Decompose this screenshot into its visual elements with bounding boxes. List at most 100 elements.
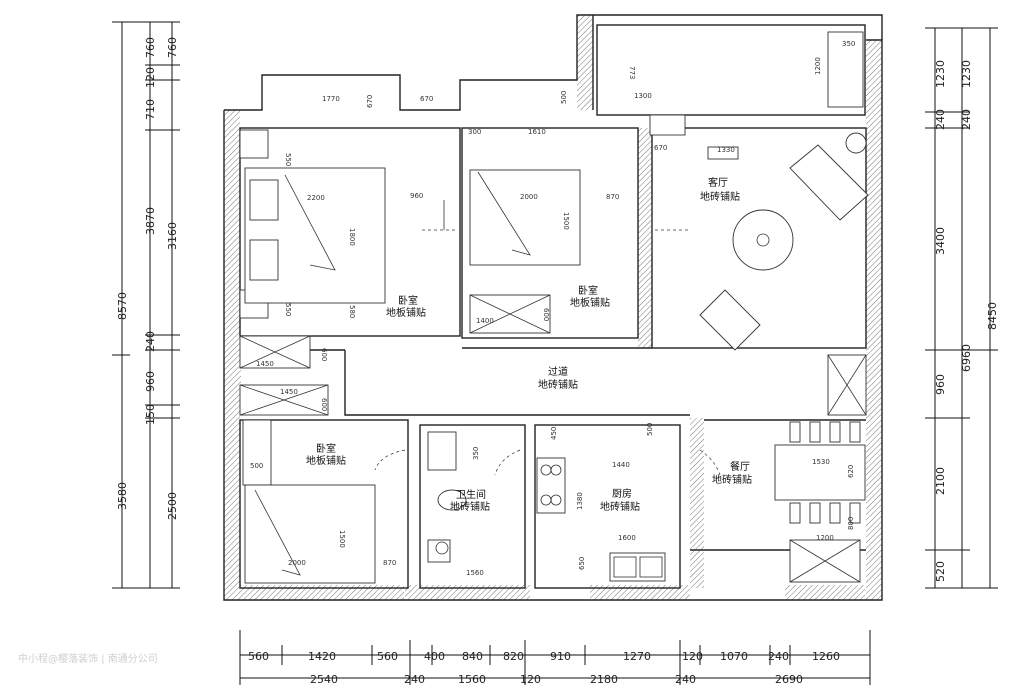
dim-1270: 1270 [623,650,651,663]
furniture-beds [244,167,581,584]
idim-580: 580 [348,305,356,318]
dim-710: 710 [144,99,157,120]
furniture-living [699,132,869,351]
idim-450: 450 [550,427,558,440]
dim-240-c: 240 [404,673,425,685]
left-dimension-lines [112,21,180,589]
dim-560-b: 560 [377,650,398,663]
dim-1260: 1260 [812,650,840,663]
dim-1560: 1560 [458,673,486,685]
dim-240-rb: 240 [960,109,973,130]
dim-3580: 3580 [116,482,129,510]
dim-240-r: 240 [934,109,947,130]
label-third-bedroom-floor: 地板铺贴 [306,454,346,467]
watermark-text: 中小程@樱落装饰 | 南通分公司 [18,652,158,665]
label-corridor: 过道 [548,365,568,378]
dim-8450: 8450 [986,302,999,330]
dim-910: 910 [550,650,571,663]
idim-1200: 1200 [814,57,822,75]
idim-1380: 1380 [576,492,584,510]
label-bathroom: 卫生间 [456,488,486,501]
dim-1420: 1420 [308,650,336,663]
dim-240: 240 [144,331,157,352]
dim-1230-b: 1230 [960,60,973,88]
bottom-dims-row1: 560 1420 560 400 840 820 910 1270 120 10… [248,650,840,663]
left-inner-dims: 120 760 710 3870 240 960 150 2500 [144,37,179,520]
label-kitchen-floor: 地砖铺贴 [600,500,640,513]
dim-1230: 1230 [934,60,947,88]
dim-6960: 6960 [960,344,973,372]
idim-550: 550 [284,153,292,166]
idim-1300: 1300 [634,92,652,100]
left-mid-dims: 760 3160 [166,37,179,250]
idim-300: 300 [468,128,481,136]
dim-3160: 3160 [166,222,179,250]
dim-2540: 2540 [310,673,338,685]
dim-3870: 3870 [144,207,157,235]
idim-1530: 1530 [812,458,830,466]
dim-2500: 2500 [166,492,179,520]
dim-240-b: 240 [768,650,789,663]
idim-600-c: 600 [320,398,328,411]
dim-560: 560 [248,650,269,663]
idim-620: 620 [847,465,855,478]
label-living-room-floor: 地砖铺贴 [700,190,740,203]
dim-760: 760 [144,37,157,58]
idim-650: 650 [578,557,586,570]
idim-670: 670 [366,95,374,108]
label-dining-room-floor: 地砖铺贴 [712,473,752,486]
idim-1330: 1330 [717,146,735,154]
idim-500-c: 500 [646,423,654,436]
dim-2100: 2100 [934,467,947,495]
label-master-bedroom: 卧室 [398,294,418,307]
idim-2000-b: 2000 [288,559,306,567]
idim-870-b: 870 [383,559,396,567]
dim-1070: 1070 [720,650,748,663]
closets [239,31,867,583]
dim-960: 960 [144,371,157,392]
hatched-walls [224,15,882,600]
dim-820: 820 [503,650,524,663]
idim-670-b: 670 [420,95,433,103]
room-labels: 卧室 地板铺贴 卧室 地板铺贴 客厅 地砖铺贴 过道 地砖铺贴 卧室 地板铺贴 … [306,176,752,513]
bottom-dimension-lines [239,630,871,685]
dim-520: 520 [934,561,947,582]
right-dimension-lines [925,27,998,589]
dim-760-b: 760 [166,37,179,58]
idim-1200-b: 1200 [816,534,834,542]
idim-550-b: 550 [284,303,292,316]
idim-500: 500 [560,91,568,104]
furniture-kitchen [536,457,666,582]
dim-840: 840 [462,650,483,663]
idim-1450: 1450 [256,360,274,368]
label-third-bedroom: 卧室 [316,442,336,455]
right-inner-dims: 1230 240 3400 960 2100 520 [934,60,947,582]
idim-1450-b: 1450 [280,388,298,396]
label-dining-room: 餐厅 [730,460,750,473]
idim-1440: 1440 [612,461,630,469]
dim-400: 400 [424,650,445,663]
idim-1560: 1560 [466,569,484,577]
idim-670-c: 670 [654,144,667,152]
idim-1800: 1800 [348,228,356,246]
door-swings [374,200,721,476]
idim-1610: 1610 [528,128,546,136]
idim-350-b: 350 [472,447,480,460]
label-second-bedroom: 卧室 [578,284,598,297]
dim-120-c: 120 [520,673,541,685]
dim-120: 120 [144,67,157,88]
label-corridor-floor: 地砖铺贴 [538,378,578,391]
idim-2000: 2000 [520,193,538,201]
interior-dims: 1770 670 670 500 1300 773 1200 350 300 1… [250,40,855,577]
furniture-dining [774,421,866,524]
label-second-bedroom-floor: 地板铺贴 [570,296,610,309]
idim-1600: 1600 [618,534,636,542]
dim-120-b: 120 [682,650,703,663]
idim-1500-b: 1500 [338,530,346,548]
dim-8570: 8570 [116,292,129,320]
label-living-room: 客厅 [708,176,728,189]
idim-500-b: 500 [250,462,263,470]
idim-600: 600 [542,308,550,321]
idim-2200: 2200 [307,194,325,202]
